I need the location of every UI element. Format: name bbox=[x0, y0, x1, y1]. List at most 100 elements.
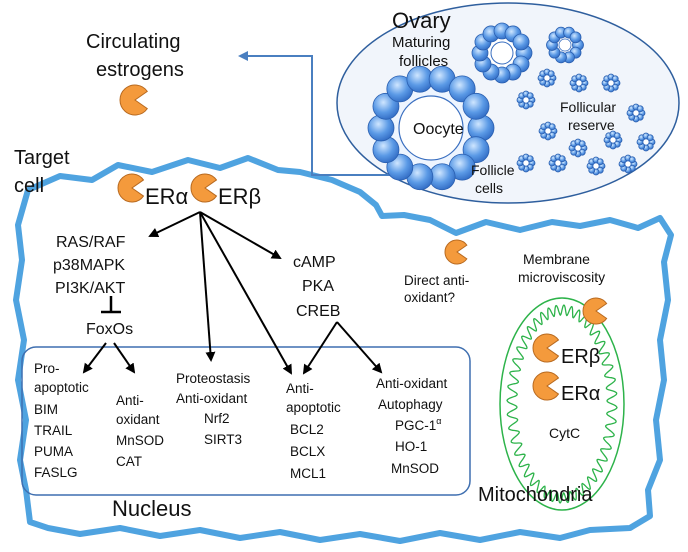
primordial-follicle bbox=[601, 73, 621, 93]
primordial-follicle bbox=[537, 68, 557, 88]
pgc-alpha-superscript: α bbox=[436, 416, 441, 426]
label-nucleus: Nucleus bbox=[112, 496, 191, 521]
pro-apoptotic-6: FASLG bbox=[34, 465, 78, 480]
label-maturing: Maturing bbox=[392, 34, 450, 51]
mito-estrogen-er-alpha bbox=[532, 371, 560, 401]
anti-apoptotic-1: Anti- bbox=[286, 381, 314, 396]
label-follicle: Follicle bbox=[471, 162, 515, 178]
primordial-follicle bbox=[636, 132, 656, 152]
pro-apoptotic-4: TRAIL bbox=[34, 423, 73, 438]
primordial-follicle bbox=[548, 153, 568, 173]
label-er-alpha: ERα bbox=[145, 184, 189, 209]
label-membrane: Membrane bbox=[523, 251, 590, 267]
granulosa-cell bbox=[548, 123, 556, 131]
mito-cytc: CytC bbox=[549, 425, 580, 441]
label-follicular: Follicular bbox=[560, 99, 616, 115]
fox-antioxidant-2: oxidant bbox=[116, 412, 160, 427]
pro-apoptotic-1: Pro- bbox=[34, 361, 60, 376]
creb-antioxidant-2: Autophagy bbox=[378, 397, 443, 412]
label-creb: CREB bbox=[296, 303, 340, 320]
mito-er-beta: ERβ bbox=[561, 346, 600, 368]
follicular-reserve-follicles bbox=[516, 68, 656, 176]
estrogen-bound-er-alpha bbox=[117, 173, 145, 203]
mito-estrogen-er-beta bbox=[532, 333, 560, 363]
akt-inhibits-foxos bbox=[101, 296, 121, 314]
primordial-follicle bbox=[516, 153, 536, 173]
granulosa-cell bbox=[558, 155, 566, 163]
label-camp: cAMP bbox=[293, 254, 336, 271]
granulosa-cell bbox=[578, 140, 586, 148]
ovary-to-circulation-arrow bbox=[238, 51, 392, 176]
granulosa-cell bbox=[636, 105, 644, 113]
primordial-follicle bbox=[618, 154, 638, 174]
label-microviscosity: microviscosity bbox=[518, 269, 605, 285]
pro-apoptotic-3: BIM bbox=[34, 402, 58, 417]
label-follicles: follicles bbox=[399, 53, 448, 70]
primordial-follicle bbox=[626, 103, 646, 123]
granulosa-cell bbox=[569, 31, 582, 44]
anti-apoptotic-2: apoptotic bbox=[286, 400, 341, 415]
membrane-estrogen bbox=[582, 297, 608, 325]
pro-apoptotic-2: apoptotic bbox=[34, 380, 89, 395]
creb-antioxidant-3: PGC-1α bbox=[395, 416, 441, 433]
anti-apoptotic-4: BCLX bbox=[290, 444, 325, 459]
label-pi3k-akt: PI3K/AKT bbox=[55, 280, 125, 297]
anti-apoptotic-5: MCL1 bbox=[290, 466, 326, 481]
label-ras-raf: RAS/RAF bbox=[56, 234, 126, 251]
granulosa-cell bbox=[611, 75, 619, 83]
label-direct-antioxidant-2: oxidant? bbox=[404, 290, 455, 305]
primordial-follicle bbox=[586, 156, 606, 176]
label-circulating: Circulating bbox=[86, 31, 180, 53]
label-target: Target bbox=[14, 147, 70, 169]
creb-antioxidant-5: MnSOD bbox=[391, 461, 439, 476]
direct-antioxidant-estrogen bbox=[444, 239, 468, 265]
anti-apoptotic-3: BCL2 bbox=[290, 422, 324, 437]
er-signaling-arrows bbox=[82, 211, 383, 375]
large-follicle-with-oocyte bbox=[367, 65, 495, 191]
fox-antioxidant-4: CAT bbox=[116, 454, 142, 469]
label-estrogens: estrogens bbox=[96, 59, 184, 81]
label-pka: PKA bbox=[302, 278, 334, 295]
estrogen-bound-er-beta bbox=[190, 173, 218, 203]
primordial-follicle bbox=[538, 121, 558, 141]
proteostasis-3: Nrf2 bbox=[204, 411, 230, 426]
label-cell: cell bbox=[14, 175, 44, 197]
granulosa-cell bbox=[512, 33, 530, 51]
label-er-beta: ERβ bbox=[218, 184, 261, 209]
proteostasis-1: Proteostasis bbox=[176, 371, 251, 386]
granulosa-cell bbox=[613, 132, 621, 140]
primordial-follicle bbox=[516, 90, 536, 110]
granulosa-cell bbox=[596, 158, 604, 166]
label-direct-antioxidant-1: Direct anti- bbox=[404, 273, 469, 288]
estrogen-molecules bbox=[117, 84, 608, 401]
mito-er-alpha: ERα bbox=[561, 383, 600, 405]
primordial-follicle bbox=[568, 138, 588, 158]
primordial-follicle bbox=[603, 130, 623, 150]
label-ovary: Ovary bbox=[392, 8, 451, 33]
label-foxos: FoxOs bbox=[86, 321, 133, 338]
proteostasis-2: Anti-oxidant bbox=[176, 391, 248, 406]
label-cells: cells bbox=[475, 180, 503, 196]
label-mitochondria: Mitochondria bbox=[478, 484, 593, 506]
granulosa-cell bbox=[579, 75, 587, 83]
granulosa-cell bbox=[646, 134, 654, 142]
fox-antioxidant-1: Anti- bbox=[116, 393, 144, 408]
granulosa-cell bbox=[462, 92, 490, 120]
proteostasis-4: SIRT3 bbox=[204, 432, 242, 447]
primordial-follicle bbox=[569, 73, 589, 93]
pro-apoptotic-5: PUMA bbox=[34, 444, 73, 459]
label-reserve: reserve bbox=[568, 117, 615, 133]
maturing-follicle-1 bbox=[471, 22, 533, 84]
target-cell-outline bbox=[13, 155, 674, 544]
granulosa-cell bbox=[526, 155, 534, 163]
creb-antioxidant-4: HO-1 bbox=[395, 439, 427, 454]
maturing-follicle-2 bbox=[546, 26, 584, 64]
granulosa-cell bbox=[547, 70, 555, 78]
creb-antioxidant-1: Anti-oxidant bbox=[376, 376, 448, 391]
label-p38mapk: p38MAPK bbox=[53, 257, 125, 274]
granulosa-cell bbox=[526, 92, 534, 100]
nucleus-box bbox=[21, 346, 471, 496]
fox-antioxidant-3: MnSOD bbox=[116, 433, 164, 448]
label-oocyte: Oocyte bbox=[413, 121, 464, 138]
